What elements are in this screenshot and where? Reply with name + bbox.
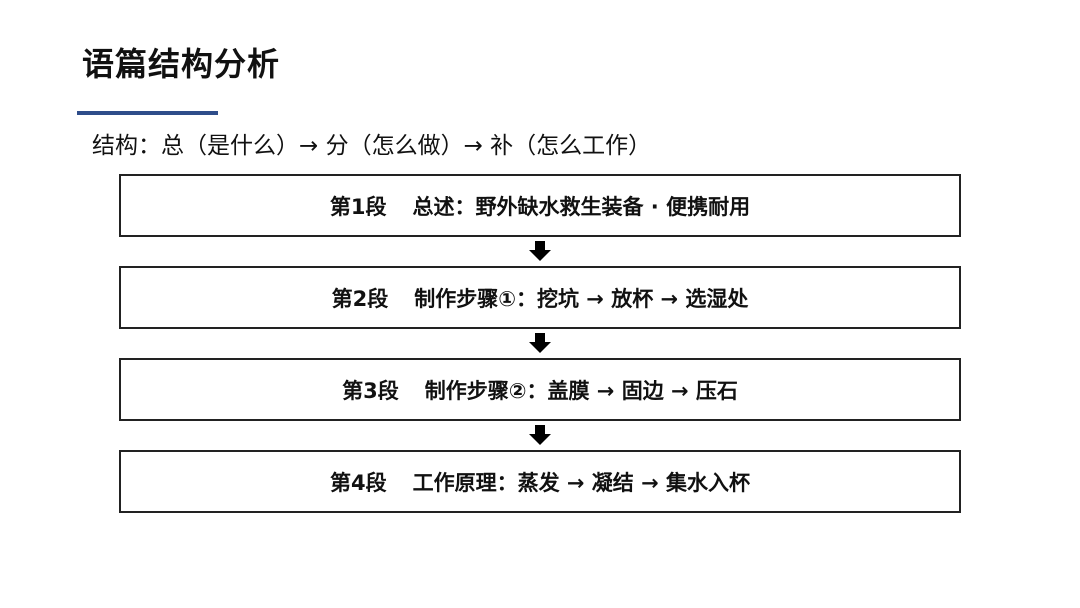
paragraph-summary: 制作步骤①：挖坑 → 放杯 → 选湿处: [414, 286, 749, 311]
paragraph-label: 第3段: [342, 378, 399, 403]
flow-box-paragraph-4: 第4段 工作原理：蒸发 → 凝结 → 集水入杯: [119, 450, 961, 513]
page-title: 语篇结构分析: [82, 45, 281, 83]
paragraph-summary: 工作原理：蒸发 → 凝结 → 集水入杯: [412, 470, 751, 495]
flow-box-paragraph-1: 第1段 总述：野外缺水救生装备 · 便携耐用: [119, 174, 961, 237]
paragraph-label: 第1段: [329, 194, 387, 219]
paragraph-summary: 制作步骤②：盖膜 → 固边 → 压石: [424, 378, 738, 403]
paragraph-label: 第2段: [331, 286, 389, 311]
down-arrow-icon: [529, 425, 551, 445]
down-arrow-icon: [529, 241, 551, 261]
paragraph-label: 第4段: [329, 470, 387, 495]
flow-box-paragraph-3: 第3段 制作步骤②：盖膜 → 固边 → 压石: [119, 358, 961, 421]
down-arrow-icon: [529, 333, 551, 353]
structure-summary: 结构：总（是什么）→ 分（怎么做）→ 补（怎么工作）: [92, 133, 652, 159]
title-underline: [77, 111, 218, 115]
paragraph-summary: 总述：野外缺水救生装备 · 便携耐用: [412, 194, 751, 219]
flow-box-paragraph-2: 第2段 制作步骤①：挖坑 → 放杯 → 选湿处: [119, 266, 961, 329]
